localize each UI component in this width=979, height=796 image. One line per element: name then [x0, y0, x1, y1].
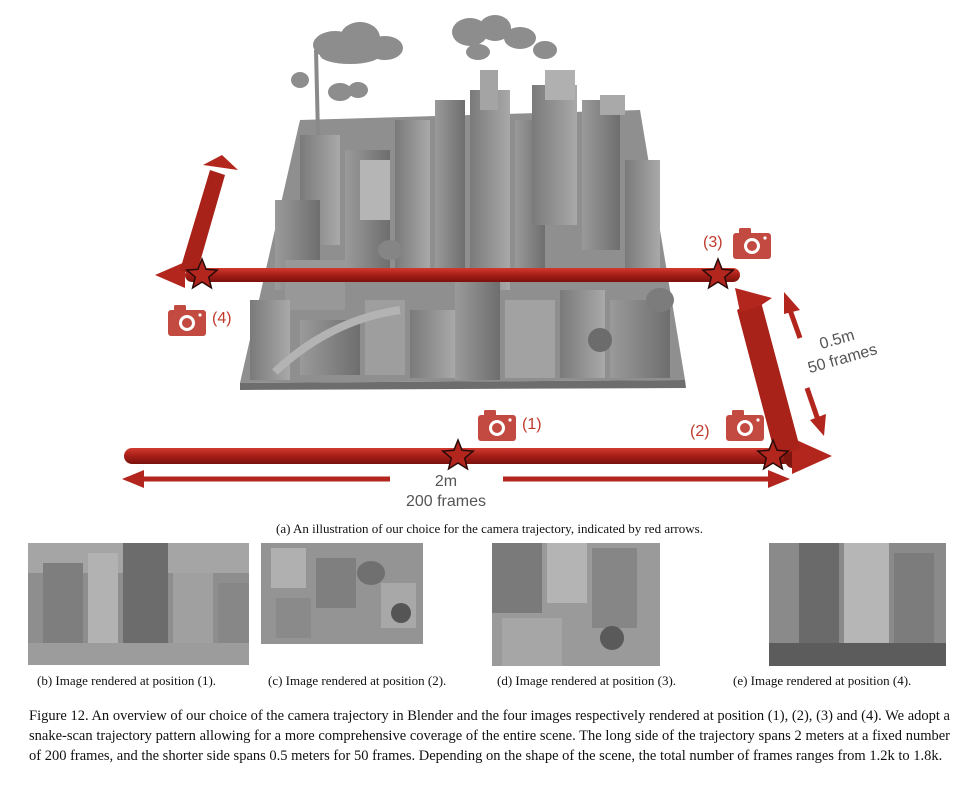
camera-icon	[168, 305, 206, 336]
marker-label-1: (1)	[522, 416, 542, 434]
subfigure-d-caption: (d) Image rendered at position (3).	[497, 673, 676, 689]
subfigure-b-caption: (b) Image rendered at position (1).	[37, 673, 216, 689]
marker-label-3: (3)	[703, 234, 723, 252]
camera-icon	[733, 228, 771, 259]
figure-caption: Figure 12. An overview of our choice of …	[29, 706, 950, 766]
city-scene-render	[0, 0, 979, 515]
long-side-measure: 2m 200 frames	[390, 472, 502, 512]
render-position-2-image	[261, 543, 423, 644]
camera-icon	[478, 410, 516, 441]
render-position-1-image	[28, 543, 249, 665]
marker-label-4: (4)	[212, 310, 232, 328]
star-marker-3	[703, 259, 733, 288]
upper-rod	[185, 268, 740, 282]
render-position-4-image	[769, 543, 946, 666]
render-position-3-image	[492, 543, 660, 666]
cloud-shape	[291, 15, 557, 101]
trajectory-illustration: (1) (2) (3) (4) 2m 200 frames 0.5m 50 fr…	[0, 0, 979, 515]
marker-label-2: (2)	[690, 423, 710, 441]
camera-icon	[726, 410, 764, 441]
subfigure-a-caption: (a) An illustration of our choice for th…	[0, 521, 979, 537]
long-side-frames: 200 frames	[390, 492, 502, 512]
long-side-distance: 2m	[390, 472, 502, 492]
city-buildings	[250, 50, 674, 380]
star-marker-1	[443, 440, 473, 469]
subfigure-c-caption: (c) Image rendered at position (2).	[268, 673, 446, 689]
subfigure-e-caption: (e) Image rendered at position (4).	[733, 673, 911, 689]
